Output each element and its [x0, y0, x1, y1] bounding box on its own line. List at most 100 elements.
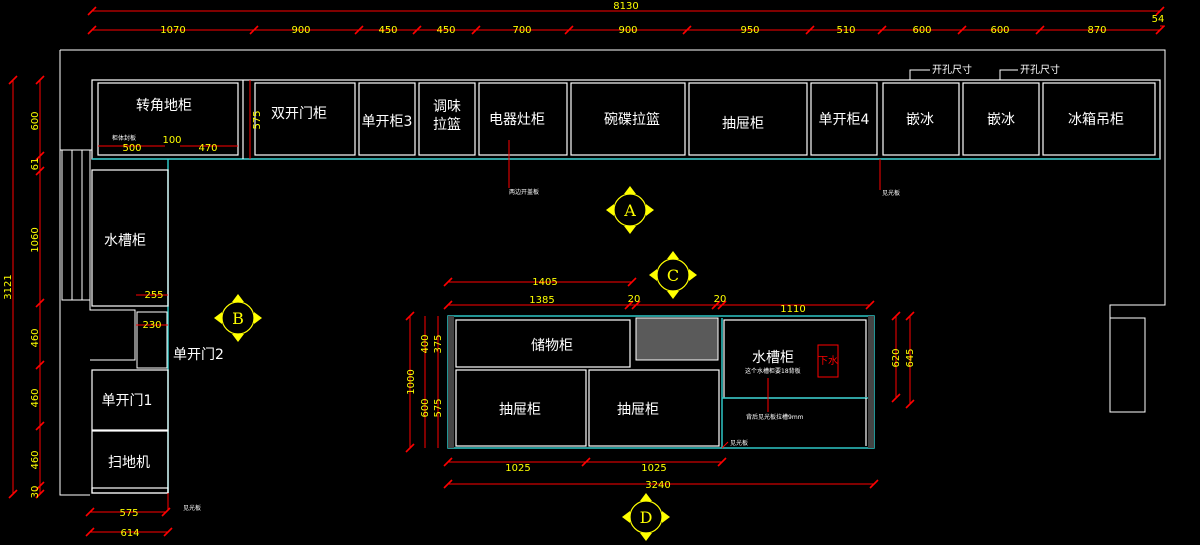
dim-255: 255	[144, 290, 163, 301]
dim-614: 614	[120, 528, 139, 539]
dim-230: 230	[142, 320, 161, 331]
dim-tick	[405, 443, 415, 453]
dim-1405: 1405	[532, 277, 557, 288]
dim-tick	[443, 457, 453, 467]
door-cabinet-1	[91, 369, 169, 431]
note-visible-panel: 见光板	[183, 504, 201, 512]
cabinet-label: 嵌冰	[987, 112, 1015, 128]
dim-575-side: 575	[252, 110, 263, 129]
dim-tick	[869, 479, 879, 489]
cabinet-label: 拉篮	[433, 117, 461, 133]
dim-island-575: 575	[433, 398, 444, 417]
dim-left-segment: 460	[30, 328, 41, 347]
dim-segment: 900	[618, 25, 637, 36]
room-wall-outline	[60, 49, 1166, 413]
cabinet-label: 水槽柜	[752, 350, 794, 366]
dim-island-400: 400	[420, 334, 431, 353]
note-visible-panel: 见光板	[882, 189, 900, 197]
dim-ticks-left	[35, 75, 45, 499]
dim-segment: 600	[990, 25, 1009, 36]
door-2-label: 单开门2	[173, 347, 224, 363]
cabinet-label: 嵌冰	[906, 112, 934, 128]
view-marker-b: B	[214, 294, 262, 342]
dim-left-segment: 30	[30, 486, 41, 499]
dim-575-bottom: 575	[119, 508, 138, 519]
dim-1110: 1110	[780, 304, 805, 315]
drain-label: 下水	[818, 355, 838, 367]
dim-tick	[161, 507, 171, 517]
dim-island-1000: 1000	[406, 369, 417, 394]
cooktop	[635, 317, 719, 361]
dim-left-segment: 600	[30, 111, 41, 130]
dim-tick	[891, 311, 901, 321]
dim-500: 500	[122, 143, 141, 154]
dim-island-600: 600	[420, 398, 431, 417]
dim-right-extra: 54	[1152, 14, 1165, 25]
dim-island-645: 645	[905, 348, 916, 367]
dim-tick	[905, 311, 915, 321]
dim-tick	[443, 277, 453, 287]
cabinet-label: 电器灶柜	[489, 112, 545, 128]
cabinet-label: 储物柜	[531, 338, 573, 354]
dim-island-1025: 1025	[641, 463, 666, 474]
dim-total-3121: 3121	[3, 274, 14, 299]
dim-island-1025: 1025	[505, 463, 530, 474]
dim-left-segment: 460	[30, 388, 41, 407]
sink-cabinet-left	[91, 169, 169, 307]
dim-tick	[8, 75, 18, 85]
back-note: 背后见光板拉槽9mm	[746, 413, 804, 421]
island-end-panel	[448, 316, 454, 448]
cabinet-label: 扫地机	[108, 455, 150, 471]
view-label-d: D	[640, 508, 653, 527]
cabinet-label: 水槽柜	[104, 233, 146, 249]
leader-line	[721, 441, 729, 449]
dim-tick	[8, 489, 18, 499]
cabinet-label: 单开柜4	[819, 112, 870, 128]
dim-tick	[627, 277, 637, 287]
drawer-cabinet-2	[588, 369, 720, 447]
dim-tick	[443, 479, 453, 489]
cabinet-label-corner: 转角地柜	[136, 98, 192, 114]
dim-island-3240: 3240	[645, 480, 670, 491]
dim-segment: 450	[378, 25, 397, 36]
cabinet-label: 单开柜3	[362, 114, 413, 130]
island-sink-cabinet	[723, 319, 867, 399]
dim-tick	[87, 6, 97, 16]
cabinet-label: 冰箱吊柜	[1068, 112, 1124, 128]
dim-470: 470	[198, 143, 217, 154]
drain-box	[817, 344, 839, 378]
cabinet-label: 抽屉柜	[617, 402, 659, 418]
hole-size-label: 开孔尺寸	[932, 63, 972, 76]
dim-segment: 450	[436, 25, 455, 36]
dim-left-segment: 61	[30, 158, 41, 171]
drawer-cabinet-1	[455, 369, 587, 447]
side-note: 见光板	[730, 439, 748, 447]
cabinet-label: 双开门柜	[271, 106, 327, 122]
view-marker-c: C	[649, 251, 697, 299]
dim-tick	[405, 311, 415, 321]
dim-tick	[85, 527, 95, 537]
sink-note: 这个水槽柜要18背板	[745, 367, 801, 375]
dim-left-segment: 460	[30, 450, 41, 469]
leader-hole-2	[999, 69, 1018, 80]
dim-segment: 1070	[160, 25, 185, 36]
dim-tick	[163, 527, 173, 537]
view-marker-d: D	[622, 493, 670, 541]
dim-island-375: 375	[433, 334, 444, 353]
cabinet-label: 调味	[433, 99, 461, 115]
room-wall-left	[59, 50, 90, 496]
view-marker-a: A	[606, 186, 654, 234]
upper-cabinet-dividers	[97, 80, 1156, 159]
view-label-a: A	[623, 201, 636, 220]
leader-hole-1	[909, 69, 930, 80]
cabinet-label: 抽屉柜	[499, 402, 541, 418]
dim-20: 20	[714, 294, 727, 305]
left-pilaster	[61, 149, 91, 301]
cabinet-label: 单开门1	[102, 393, 153, 409]
dim-segment: 600	[912, 25, 931, 36]
dim-segment: 950	[740, 25, 759, 36]
view-label-b: B	[232, 309, 244, 328]
storage-cabinet	[455, 319, 631, 368]
dim-island-620: 620	[891, 348, 902, 367]
